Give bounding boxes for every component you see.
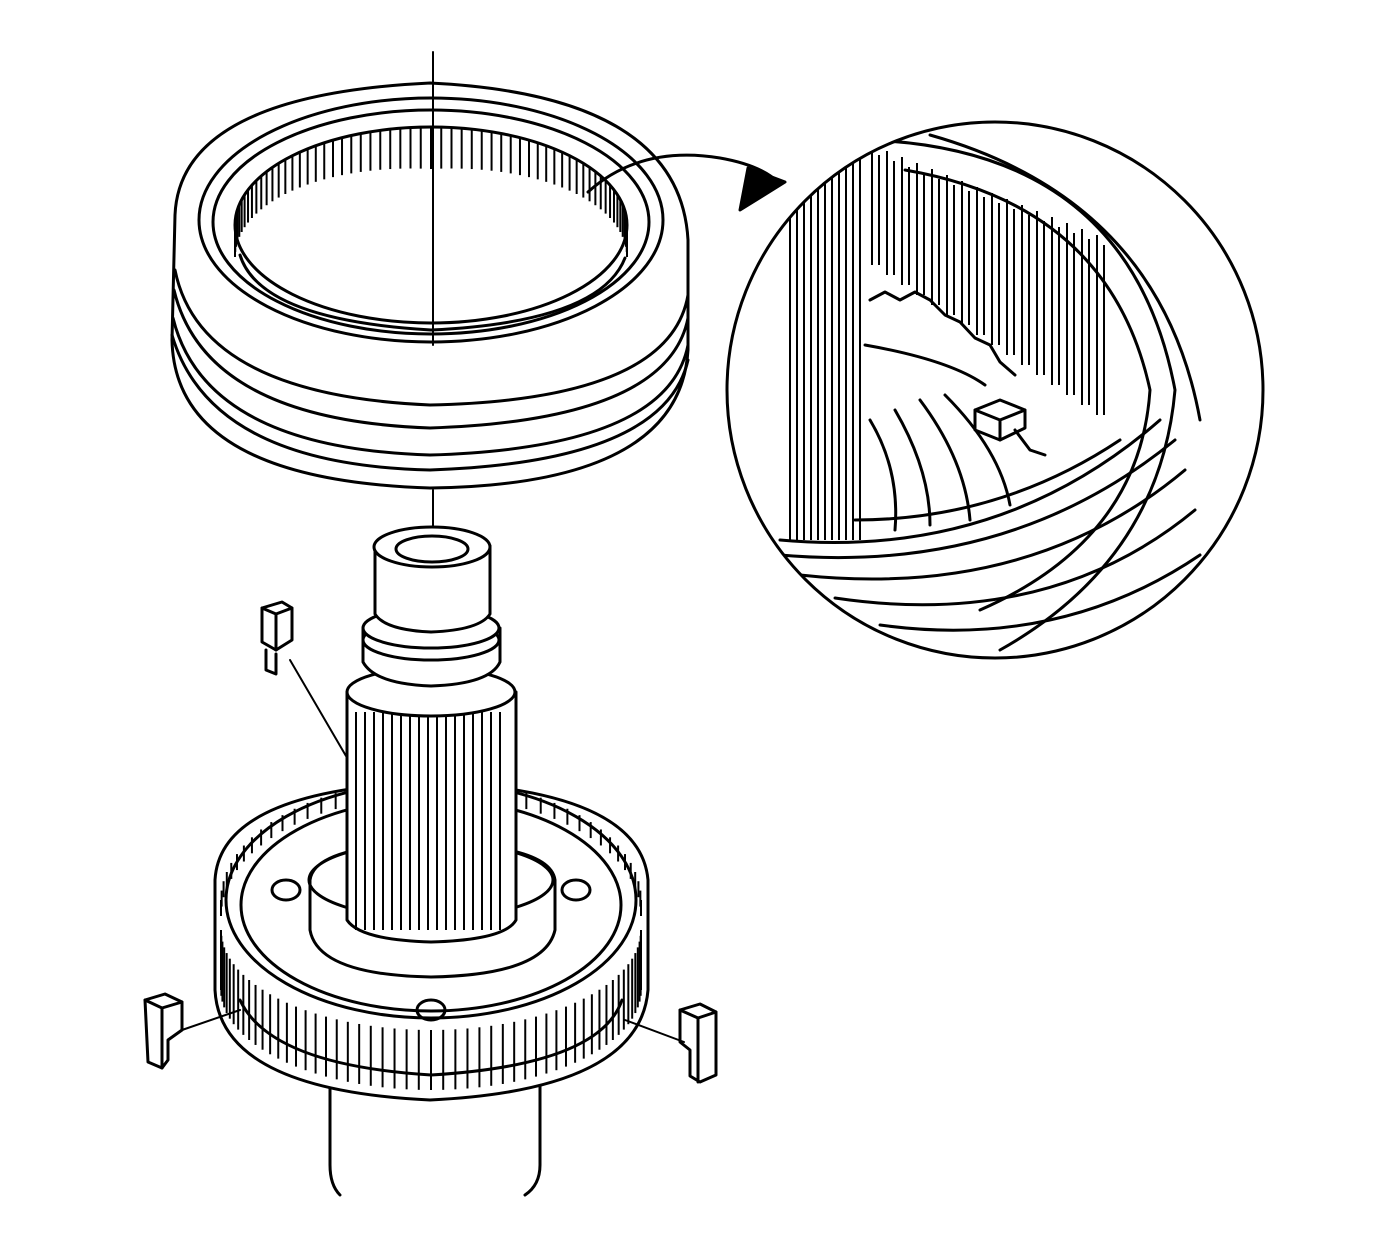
- sleeve-internal-splines: [234, 127, 628, 257]
- synchronizer-key-left: [143, 992, 241, 1070]
- synchronizer-key-top: [260, 600, 347, 757]
- hub-hole-right: [560, 878, 592, 902]
- magnifier-spline-teeth: [871, 145, 1105, 415]
- detail-callout-arrow: [586, 153, 787, 212]
- synchronizer-hub-with-shaft: [213, 525, 650, 1197]
- hub-hole-front: [415, 998, 447, 1022]
- hub-hole-left: [270, 878, 302, 902]
- synchronizer-sleeve: [170, 81, 690, 490]
- magnifier-wall-hatch: [789, 150, 861, 540]
- detail-magnifier: [725, 120, 1265, 660]
- synchronizer-key-right: [624, 1002, 718, 1084]
- shaft-splines: [355, 712, 501, 930]
